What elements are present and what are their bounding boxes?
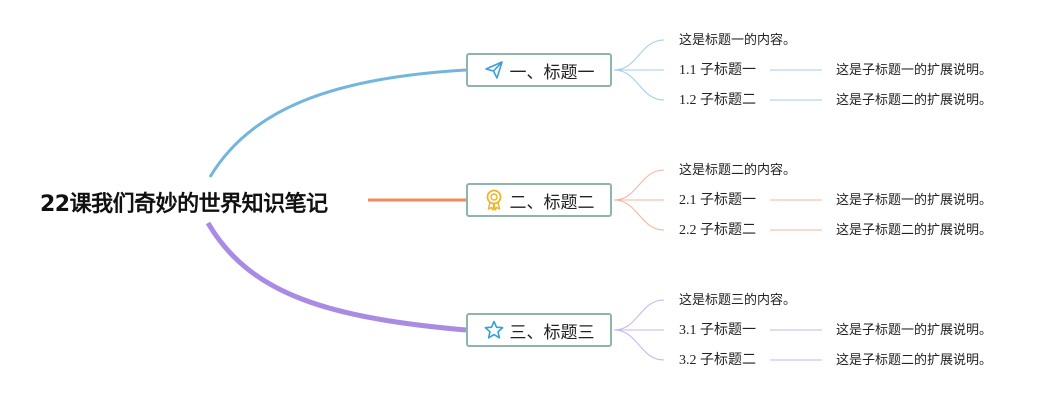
subtopic-3-2-detail[interactable]: 这是子标题二的扩展说明。 <box>836 353 993 368</box>
subtopic-2-1[interactable]: 2.1 子标题一 <box>679 193 756 208</box>
root-topic[interactable]: 22课我们奇妙的世界知识笔记 <box>40 192 328 217</box>
award-medal-icon <box>484 189 504 211</box>
connector-topic2-content <box>613 169 665 201</box>
paper-plane-icon <box>484 60 504 80</box>
main-topic-1[interactable]: 一、标题一 <box>466 53 612 87</box>
topic-2-content[interactable]: 这是标题二的内容。 <box>679 163 797 178</box>
connector-topic3-sub2 <box>613 329 665 361</box>
main-topic-1-label: 一、标题一 <box>509 62 595 83</box>
subtopic-1-2-detail[interactable]: 这是子标题二的扩展说明。 <box>836 93 993 108</box>
connector-topic1-content <box>613 39 665 71</box>
subtopic-3-1-detail[interactable]: 这是子标题一的扩展说明。 <box>836 323 993 338</box>
subtopic-3-2[interactable]: 3.2 子标题二 <box>679 353 756 368</box>
subtopic-2-1-detail[interactable]: 这是子标题一的扩展说明。 <box>836 193 993 208</box>
main-topic-3[interactable]: 三、标题三 <box>466 313 612 347</box>
subtopic-1-2[interactable]: 1.2 子标题二 <box>679 93 756 108</box>
subtopic-1-1[interactable]: 1.1 子标题一 <box>679 63 756 78</box>
subtopic-2-2-detail[interactable]: 这是子标题二的扩展说明。 <box>836 223 993 238</box>
connector-root-topic3 <box>205 221 467 333</box>
main-topic-3-label: 三、标题三 <box>509 322 595 343</box>
star-icon <box>484 320 504 340</box>
main-topic-2-label: 二、标题二 <box>509 192 595 213</box>
subtopic-3-1[interactable]: 3.1 子标题一 <box>679 323 756 338</box>
connector-root-topic1 <box>208 68 467 178</box>
connector-topic1-sub2 <box>613 69 665 101</box>
connector-topic2-sub2 <box>613 199 665 231</box>
subtopic-1-1-detail[interactable]: 这是子标题一的扩展说明。 <box>836 63 993 78</box>
main-topic-2[interactable]: 二、标题二 <box>466 183 612 217</box>
connector-topic3-content <box>613 299 665 331</box>
subtopic-2-2[interactable]: 2.2 子标题二 <box>679 223 756 238</box>
topic-1-content[interactable]: 这是标题一的内容。 <box>679 33 797 48</box>
topic-3-content[interactable]: 这是标题三的内容。 <box>679 293 797 308</box>
